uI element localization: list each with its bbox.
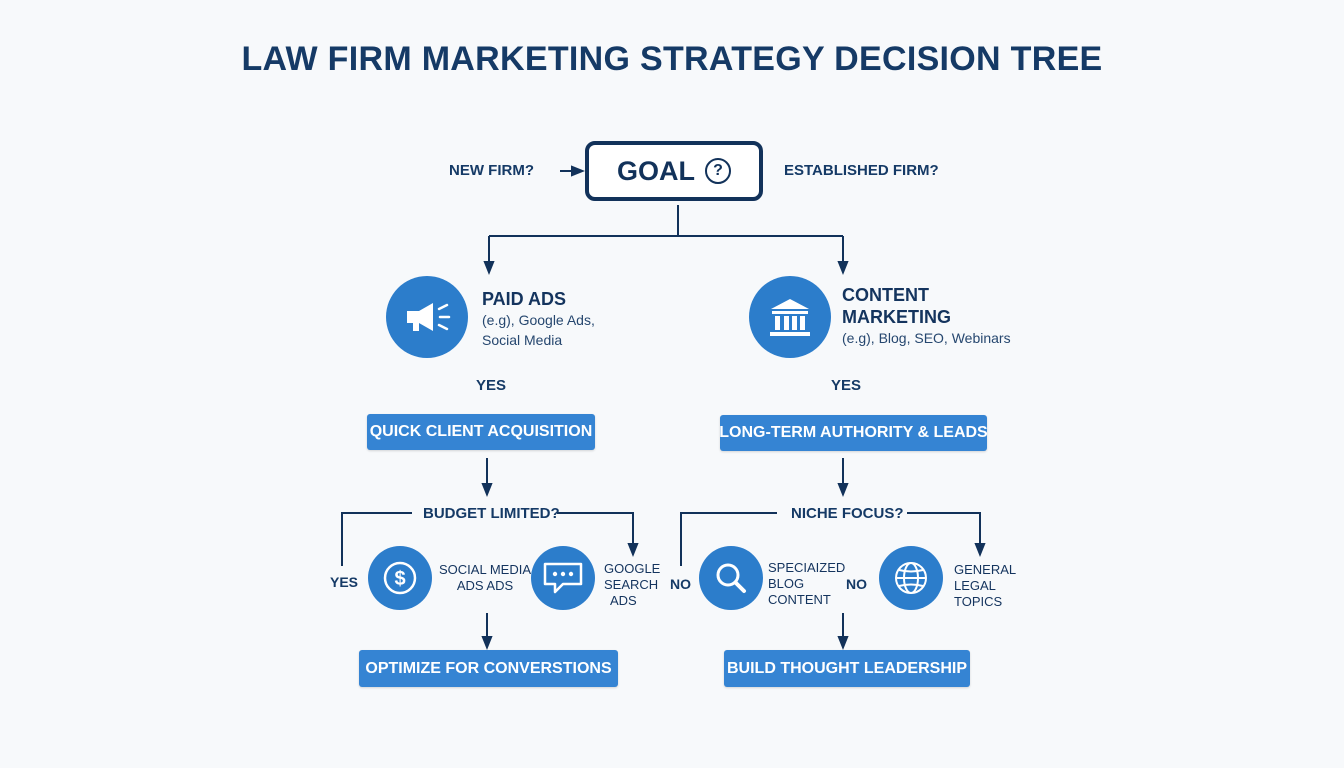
paid-ads-desc-line1: (e.g), Google Ads, [482,312,595,328]
content-marketing-title-line1: CONTENT [842,285,929,305]
chat-bubble-icon [531,546,595,610]
niche-no-label-mid: NO [846,576,867,592]
social-media-ads-line1: SOCIAL MEDIA [439,562,531,577]
budget-left-branch [341,512,412,566]
niche-left-branch [680,512,777,566]
paid-ads-title: PAID ADS [482,289,567,309]
budget-limited-question: BUDGET LIMITED? [423,505,560,522]
globe-icon [879,546,943,610]
content-marketing-desc: (e.g), Blog, SEO, Webinars [842,330,1011,346]
specialized-blog-line2: BLOG [768,576,805,591]
general-legal-line3: TOPICS [954,594,1003,609]
google-search-ads-line2: SEARCH [604,577,659,592]
svg-text:$: $ [394,568,405,590]
content-marketing-title-line2: MARKETING [842,307,951,327]
niche-no-label-left: NO [670,576,691,592]
question-mark-icon: ? [705,158,731,184]
google-search-ads-line3: ADS [610,593,637,608]
optimize-for-conversions-box: OPTIMIZE FOR CONVERSTIONS [359,650,618,687]
social-media-ads-line2: ADS ADS [456,578,514,593]
new-firm-question: NEW FIRM? [449,162,534,179]
magnifier-icon [699,546,763,610]
dollar-icon: $ [368,546,432,610]
established-firm-question: ESTABLISHED FIRM? [784,162,939,179]
quick-client-acquisition-box: QUICK CLIENT ACQUISITION [367,414,595,450]
goal-label: GOAL [617,155,695,186]
niche-right-branch [907,512,986,557]
courthouse-icon [749,276,831,358]
general-legal-line1: GENERAL [954,562,1017,577]
build-thought-leadership-box: BUILD THOUGHT LEADERSHIP [724,650,970,687]
budget-right-branch [557,512,639,557]
general-legal-line2: LEGAL [954,578,996,593]
megaphone-icon [386,276,468,358]
budget-yes-label: YES [330,574,359,590]
google-search-ads-line1: GOOGLE [604,561,661,576]
long-term-authority-box: LONG-TERM AUTHORITY & LEADS [719,415,988,451]
niche-focus-question: NICHE FOCUS? [791,505,904,522]
page-title: LAW FIRM MARKETING STRATEGY DECISION TRE… [241,40,1103,78]
paid-ads-yes-label: YES [476,377,507,394]
specialized-blog-line3: CONTENT [768,592,831,607]
paid-ads-desc-line2: Social Media [482,332,563,348]
specialized-blog-line1: SPECIAIZED [768,560,846,575]
goal-node: GOAL ? [585,141,763,201]
content-marketing-yes-label: YES [831,377,862,394]
